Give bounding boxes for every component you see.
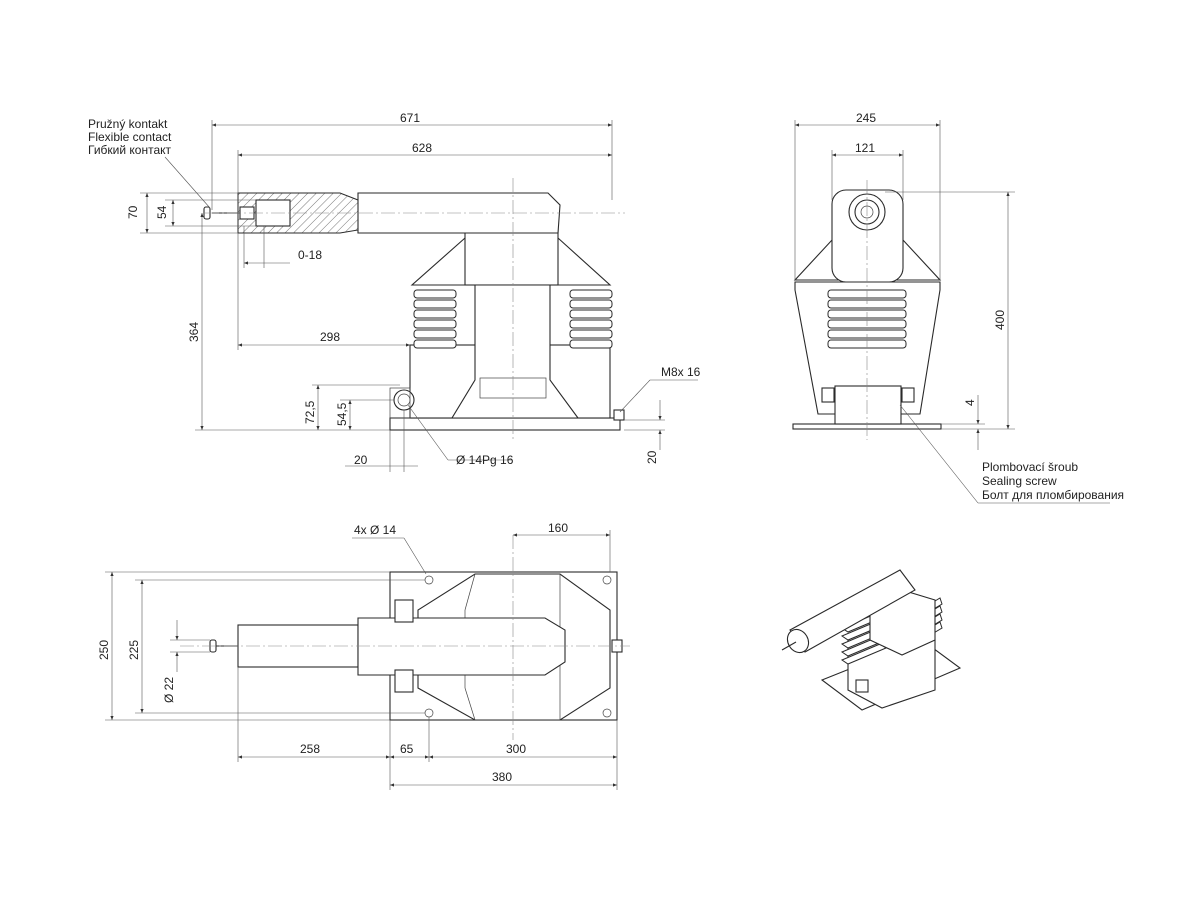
dim-hole-height: 72,5: [303, 400, 317, 424]
label-flexible-contact-cz: Pružný kontakt: [88, 117, 168, 131]
side-view-dimensions: 245 121 400 4 Plombovací šroub Sealing s…: [794, 111, 1124, 504]
dim-arm-length: 628: [412, 141, 432, 155]
label-flexible-contact-en: Flexible contact: [88, 130, 172, 144]
dim-hole-center: 54,5: [335, 402, 349, 426]
front-view-dimensions: 671 628 70 54 0-18 364 298 72,5 54,5: [88, 111, 701, 472]
top-view: [180, 535, 630, 740]
front-view: [203, 178, 625, 440]
dim-overall-length: 671: [400, 111, 420, 125]
dim-hole-spacing: 225: [127, 640, 141, 660]
side-right-bolt: [901, 387, 915, 403]
side-base-block: [834, 385, 902, 425]
callout-hole: Ø 14Pg 16: [456, 453, 514, 467]
top-view-dimensions: 250 225 Ø 22 160 4x Ø 14 258 65 300 380: [97, 521, 618, 790]
dim-body-length: 300: [506, 742, 526, 756]
dim-arm-diameter: Ø 22: [162, 677, 176, 703]
isometric-view: [781, 569, 962, 711]
label-sealing-screw-cz: Plombovací šroub: [982, 460, 1078, 474]
dim-side-height: 400: [993, 310, 1007, 330]
callout-mount-holes: 4x Ø 14: [354, 523, 396, 537]
top-flange-lower: [394, 669, 414, 693]
front-m8-bolt: [613, 409, 625, 421]
front-earthing-boss: [393, 389, 415, 411]
dim-hole-offset: 20: [354, 453, 368, 467]
dim-flange-offset: 65: [400, 742, 414, 756]
front-base-plate: [389, 417, 621, 431]
callout-m8-bolt: M8x 16: [661, 365, 701, 379]
side-left-bolt: [821, 387, 835, 403]
front-right-fins: [569, 289, 613, 349]
dim-base-length: 380: [492, 770, 512, 784]
dim-contact-height: 70: [126, 205, 140, 219]
dim-head-width: 121: [855, 141, 875, 155]
front-core: [451, 284, 580, 419]
dim-side-width: 245: [856, 111, 876, 125]
dim-arm-projection: 258: [300, 742, 320, 756]
top-mount-hole: [602, 575, 612, 585]
label-flexible-contact-ru: Гибкий контакт: [88, 143, 171, 157]
label-sealing-screw-en: Sealing screw: [982, 474, 1057, 488]
label-sealing-screw-ru: Болт для пломбирования: [982, 488, 1124, 502]
top-flange-upper: [394, 599, 414, 623]
iso-base-block: [855, 679, 869, 693]
dim-contact-inner: 54: [155, 205, 169, 219]
dim-base-thickness: 4: [963, 399, 977, 406]
side-view: [792, 180, 942, 440]
dim-base-width: 250: [97, 640, 111, 660]
dim-bolt-offset: 20: [645, 450, 659, 464]
iso-contact-pin: [781, 641, 797, 651]
dim-contact-travel: 0-18: [298, 248, 322, 262]
top-mount-hole: [602, 708, 612, 718]
dim-arm-to-base: 298: [320, 330, 340, 344]
dim-total-height: 364: [187, 322, 201, 342]
top-arm-inner: [357, 617, 566, 676]
front-left-fins: [413, 289, 457, 349]
dim-center-to-edge: 160: [548, 521, 568, 535]
